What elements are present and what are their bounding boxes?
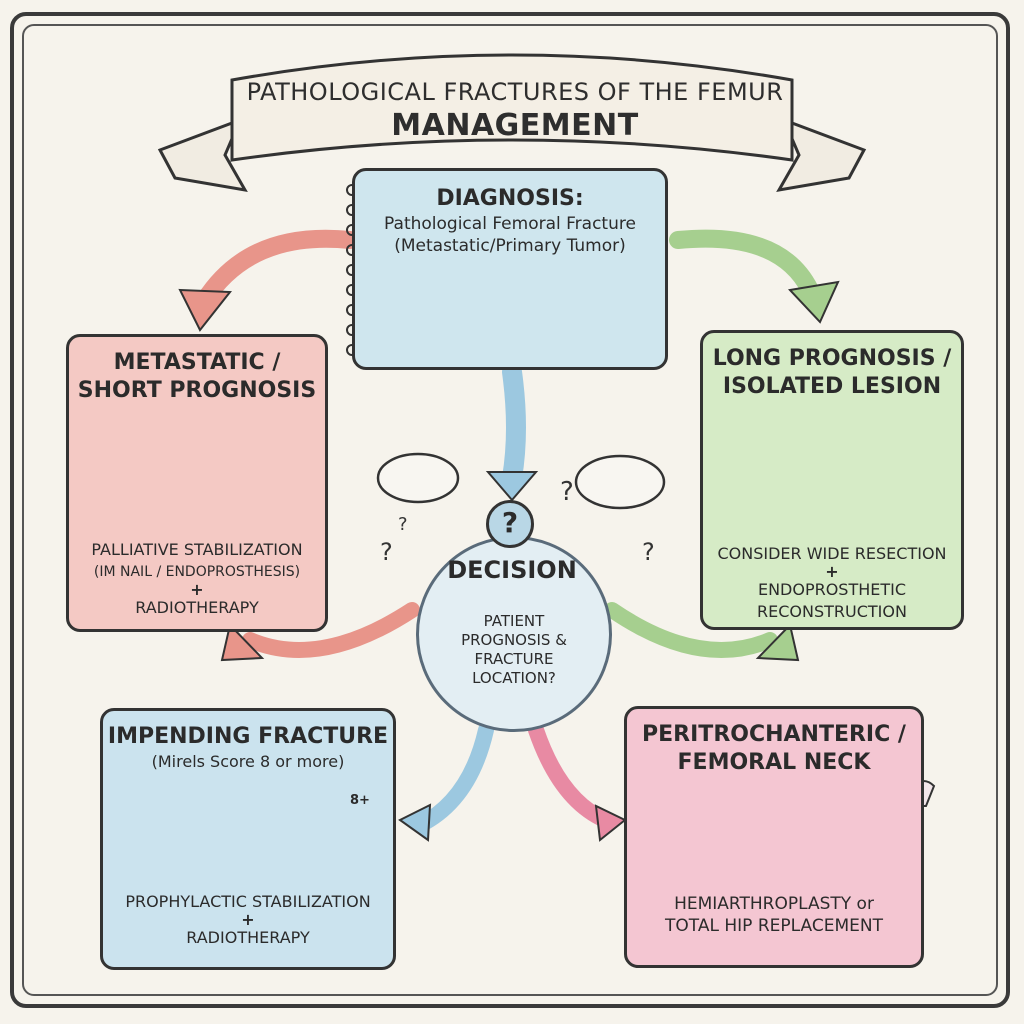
metastatic-body-line1: PALLIATIVE STABILIZATION	[69, 539, 325, 561]
arrow-decision-to-peri-head	[596, 806, 625, 840]
arrow-decision-to-peri	[536, 730, 605, 820]
arrow-to-metastatic	[205, 239, 350, 300]
question-doodle: ?	[642, 538, 655, 566]
peri-body-line2: TOTAL HIP REPLACEMENT	[627, 915, 921, 937]
long-heading-line2: ISOLATED LESION	[703, 373, 961, 401]
long-plus: +	[703, 565, 961, 579]
metastatic-box: METASTATIC / SHORT PROGNOSIS PALLIATIVE …	[66, 334, 328, 632]
diagnosis-line1: Pathological Femoral Fracture	[355, 213, 665, 235]
long-body-line2: ENDOPROSTHETIC	[703, 579, 961, 601]
peri-heading-line1: PERITROCHANTERIC /	[627, 721, 921, 749]
arrow-to-metastatic-head	[180, 290, 230, 330]
diagnosis-line2: (Metastatic/Primary Tumor)	[355, 235, 665, 257]
decision-question-line1: PATIENT	[440, 612, 588, 631]
arrow-decision-to-impending-head	[400, 805, 430, 840]
impending-body-line2: RADIOTHERAPY	[103, 927, 393, 949]
decision-question-line2: PROGNOSIS &	[440, 631, 588, 650]
impending-sub: (Mirels Score 8 or more)	[103, 751, 393, 773]
decision-question: PATIENT PROGNOSIS & FRACTURE LOCATION?	[440, 612, 588, 688]
metastatic-heading-line2: SHORT PROGNOSIS	[69, 377, 325, 405]
impending-fracture-box: IMPENDING FRACTURE (Mirels Score 8 or mo…	[100, 708, 396, 970]
diagnosis-box: DIAGNOSIS: Pathological Femoral Fracture…	[352, 168, 668, 370]
banner-subtitle-wrap: MANAGEMENT	[230, 108, 800, 143]
question-doodle: ?	[380, 538, 393, 566]
peritrochanteric-box: PERITROCHANTERIC / FEMORAL NECK HEMIARTH…	[624, 706, 924, 968]
arrow-to-decision-head	[488, 472, 536, 500]
impending-heading: IMPENDING FRACTURE	[103, 723, 393, 751]
question-doodle: ?	[398, 514, 408, 535]
banner-title: PATHOLOGICAL FRACTURES OF THE FEMUR	[230, 78, 800, 106]
arrow-to-long-head	[790, 282, 838, 322]
calculator-label: 8+	[342, 792, 378, 810]
metastatic-heading-line1: METASTATIC /	[69, 349, 325, 377]
decision-question-line4: LOCATION?	[440, 669, 588, 688]
peri-body-line1: HEMIARTHROPLASTY or	[627, 893, 921, 915]
decision-question-line3: FRACTURE	[440, 650, 588, 669]
long-prognosis-box: LONG PROGNOSIS / ISOLATED LESION CONSIDE…	[700, 330, 964, 630]
metastatic-body-line3: RADIOTHERAPY	[69, 597, 325, 619]
peri-heading-line2: FEMORAL NECK	[627, 749, 921, 777]
banner-subtitle: MANAGEMENT	[391, 108, 638, 143]
arrow-to-decision	[512, 372, 516, 478]
long-heading-line1: LONG PROGNOSIS /	[703, 345, 961, 373]
long-body-line3: RECONSTRUCTION	[703, 601, 961, 623]
question-icon: ?	[486, 500, 534, 548]
arrow-to-long	[678, 239, 810, 290]
metastatic-plus: +	[69, 583, 325, 597]
impending-plus: +	[103, 913, 393, 927]
diagnosis-heading: DIAGNOSIS:	[355, 185, 665, 213]
question-doodle: ?	[560, 477, 574, 507]
decision-label: DECISION	[400, 556, 624, 584]
